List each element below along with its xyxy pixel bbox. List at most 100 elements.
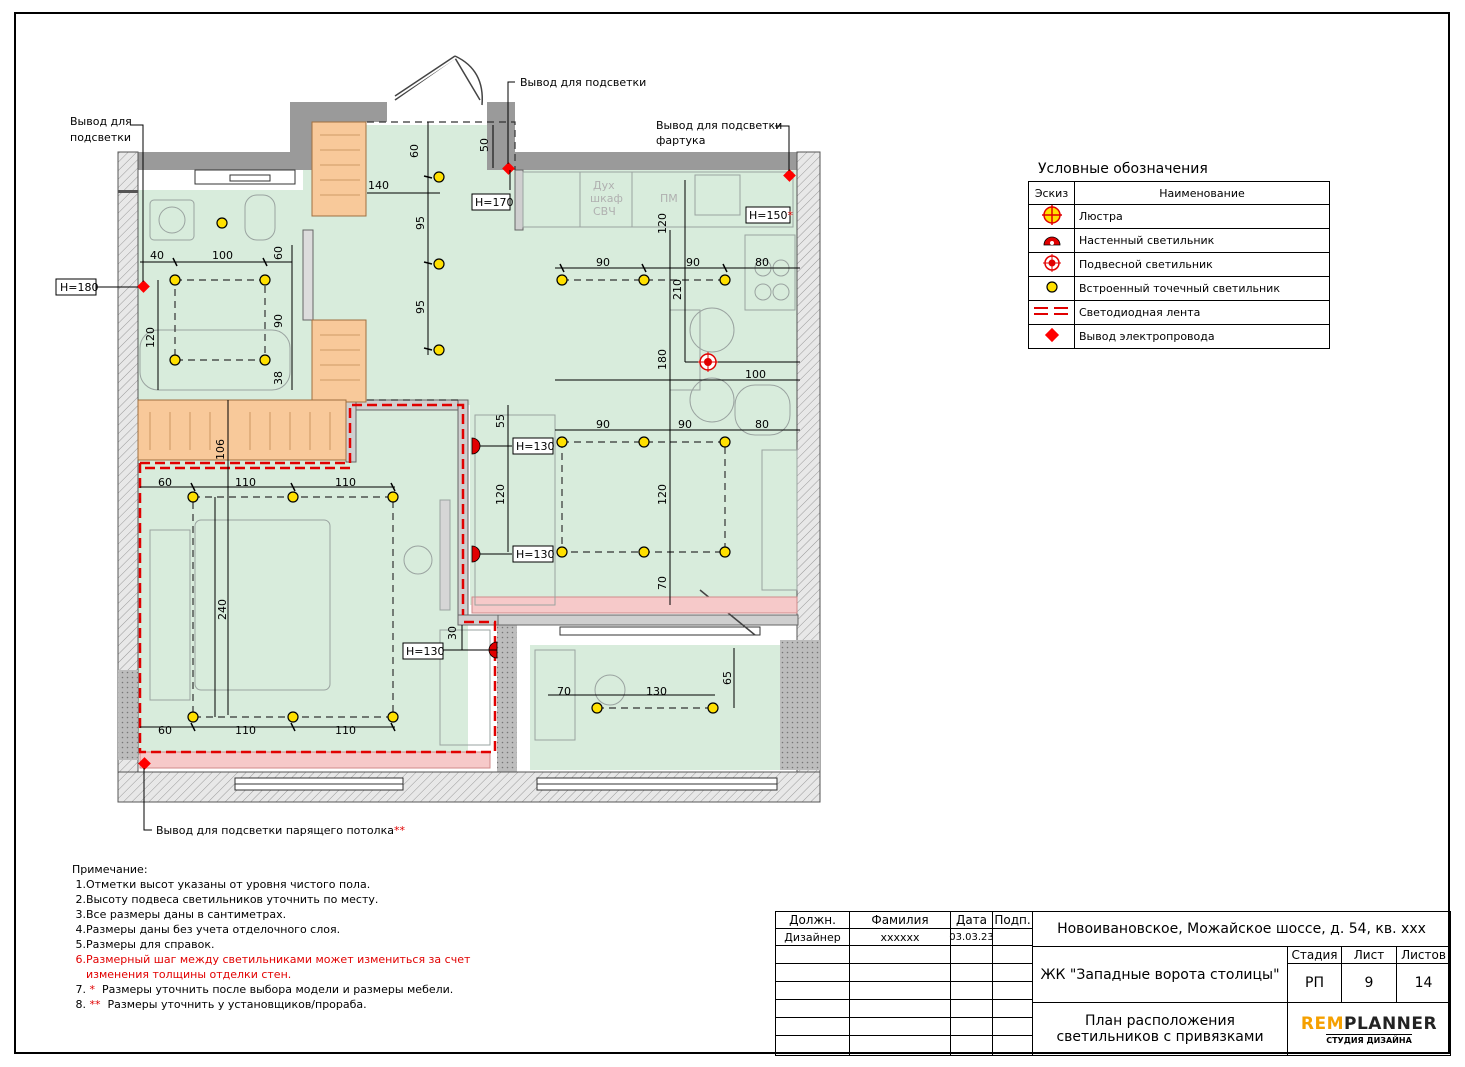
- stamp-complex: ЖК "Западные ворота столицы": [1032, 946, 1288, 1003]
- spotlight-icon: [169, 274, 181, 286]
- stamp-empty: [775, 999, 850, 1018]
- stamp-sheet-title-line-1: План расположения: [1085, 1013, 1235, 1029]
- stamp-empty: [992, 1017, 1033, 1036]
- spotlight-icon: [556, 546, 568, 558]
- callout-backlight-left-2: подсветки: [70, 131, 131, 144]
- wall-lamp-icon: [471, 545, 481, 563]
- dim-60a: 60: [408, 144, 421, 158]
- callout-backlight-apron-2: фартука: [656, 134, 705, 147]
- dim-110b: 110: [335, 476, 356, 489]
- dimension-labels: 60 140 95 95 50 40 100 60 90 120 38 90 9…: [144, 138, 769, 737]
- pendant-lamp-icon: [698, 352, 718, 372]
- callout-backlight-ceiling: Вывод для подсветки парящего потолка**: [156, 824, 405, 837]
- spotlight-icon: [187, 711, 199, 723]
- legend-row: Настенный светильник: [1028, 228, 1330, 253]
- dim-70b: 70: [557, 685, 571, 698]
- stamp-empty: [849, 981, 951, 1000]
- dim-240: 240: [216, 599, 229, 620]
- legend-title: Условные обозначения: [1038, 161, 1208, 177]
- dim-120a: 120: [144, 327, 157, 348]
- dim-95b: 95: [414, 300, 427, 314]
- spotlight-icon: [216, 217, 228, 229]
- stamp-empty: [775, 1035, 850, 1056]
- height-tag-130-a: H=130: [516, 440, 554, 453]
- legend-table: Эскиз Наименование Люстра Настенный свет…: [1028, 181, 1330, 349]
- windows: [194, 169, 778, 791]
- stamp-empty: [950, 945, 993, 964]
- dim-30: 30: [446, 626, 459, 640]
- dim-90b: 90: [596, 256, 610, 269]
- spotlight-icon: [187, 491, 199, 503]
- spotlight-icon: [287, 711, 299, 723]
- drawing-sheet-frame: [14, 12, 1450, 1054]
- dim-90d: 90: [596, 418, 610, 431]
- pendant-lamp-icon: [1042, 254, 1061, 272]
- stamp-empty: [849, 963, 951, 982]
- legend: Условные обозначения Эскиз Наименование …: [1028, 161, 1330, 349]
- stamp-sheet: 9: [1341, 963, 1397, 1003]
- note-1: 1.Отметки высот указаны от уровня чистог…: [72, 878, 371, 891]
- stamp-empty: [992, 963, 1033, 982]
- dim-106: 106: [214, 439, 227, 460]
- legend-col-sketch: Эскиз: [1028, 181, 1075, 205]
- callout-leaders: [96, 81, 790, 831]
- stamp-date: 03.03.23: [949, 928, 994, 946]
- spotlight-icon: [638, 436, 650, 448]
- stamp-header-date: Дата: [950, 911, 993, 929]
- logo-wordmark: REMPLANNER: [1300, 1013, 1438, 1034]
- note-7: 7. * Размеры уточнить после выбора модел…: [72, 983, 454, 996]
- dim-180: 180: [656, 349, 669, 370]
- sill-strips: [139, 596, 798, 769]
- height-tag-130-b: H=130: [516, 548, 554, 561]
- dim-80b: 80: [755, 418, 769, 431]
- legend-row: Подвесной светильник: [1028, 252, 1330, 277]
- height-tag-130-c: H=130: [406, 645, 444, 658]
- dim-40: 40: [150, 249, 164, 262]
- stamp-empty: [992, 999, 1033, 1018]
- spotlight-icon: [556, 436, 568, 448]
- dim-80a: 80: [755, 256, 769, 269]
- stamp-header-position: Должн.: [775, 911, 850, 929]
- legend-col-name: Наименование: [1074, 181, 1330, 205]
- spotlight-icon: [259, 354, 271, 366]
- spotlight-icon: [556, 274, 568, 286]
- spotlight-icon: [287, 491, 299, 503]
- stamp-empty: [775, 963, 850, 982]
- legend-label-chandelier: Люстра: [1074, 204, 1330, 229]
- dim-120b: 120: [656, 213, 669, 234]
- stamp-empty: [849, 945, 951, 964]
- logo-subtitle: СТУДИЯ ДИЗАЙНА: [1326, 1033, 1412, 1045]
- note-4: 4.Размеры даны без учета отделочного сло…: [72, 923, 341, 936]
- callout-backlight-apron-1: Вывод для подсветки: [656, 119, 782, 132]
- oven-label-2: шкаф: [590, 192, 623, 205]
- notes-title: Примечание:: [72, 863, 148, 876]
- callout-labels: Вывод для подсветки Вывод для подсветки …: [70, 76, 782, 837]
- legend-row: Светодиодная лента: [1028, 300, 1330, 325]
- spotlight-icon: [719, 546, 731, 558]
- spotlight-icon: [433, 171, 445, 183]
- dim-65: 65: [721, 671, 734, 685]
- callout-backlight-top: Вывод для подсветки: [520, 76, 646, 89]
- dim-210: 210: [671, 279, 684, 300]
- height-tag-180: H=180: [60, 281, 98, 294]
- stamp-surname: xxxxxx: [849, 928, 951, 946]
- dim-110a: 110: [235, 476, 256, 489]
- dim-90a: 90: [272, 314, 285, 328]
- dim-95a: 95: [414, 216, 427, 230]
- spotlight-icon: [707, 702, 719, 714]
- height-tag-170: H=170: [475, 196, 513, 209]
- stamp-empty: [992, 981, 1033, 1000]
- legend-label-power-outlet: Вывод электропровода: [1074, 324, 1330, 349]
- stamp-empty: [775, 981, 850, 1000]
- legend-label-wall-lamp: Настенный светильник: [1074, 228, 1330, 253]
- cabinets: [137, 121, 367, 461]
- stamp-sheets: 14: [1396, 963, 1451, 1003]
- dishwasher-label: ПМ: [660, 192, 678, 205]
- dim-90e: 90: [678, 418, 692, 431]
- dim-110c: 110: [235, 724, 256, 737]
- spotlight-icon: [387, 491, 399, 503]
- stamp-empty: [950, 1035, 993, 1056]
- dim-100b: 100: [745, 368, 766, 381]
- dim-60c: 60: [158, 476, 172, 489]
- stamp-empty: [775, 945, 850, 964]
